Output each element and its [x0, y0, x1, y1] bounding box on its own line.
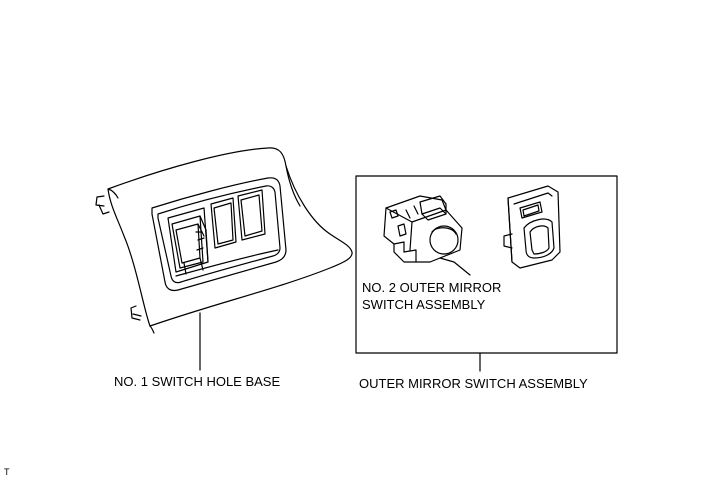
label-no2-outer-mirror-switch-assembly: NO. 2 OUTER MIRROR SWITCH ASSEMBLY — [362, 279, 501, 313]
label-no2-line1: NO. 2 OUTER MIRROR — [362, 280, 502, 295]
outer-mirror-switch-assembly-frame — [355, 175, 618, 354]
switch-hole-base-drawing — [95, 147, 353, 334]
corner-mark: T — [4, 467, 10, 477]
no2-outer-mirror-switch-drawing — [383, 195, 463, 263]
switch-bezel-drawing — [503, 185, 561, 269]
label-no2-line2: SWITCH ASSEMBLY — [362, 297, 486, 312]
leader-line-no2-outer-mirror — [439, 257, 471, 276]
label-outer-mirror-switch-assembly: OUTER MIRROR SWITCH ASSEMBLY — [359, 376, 588, 391]
label-switch-hole-base: NO. 1 SWITCH HOLE BASE — [114, 374, 281, 389]
